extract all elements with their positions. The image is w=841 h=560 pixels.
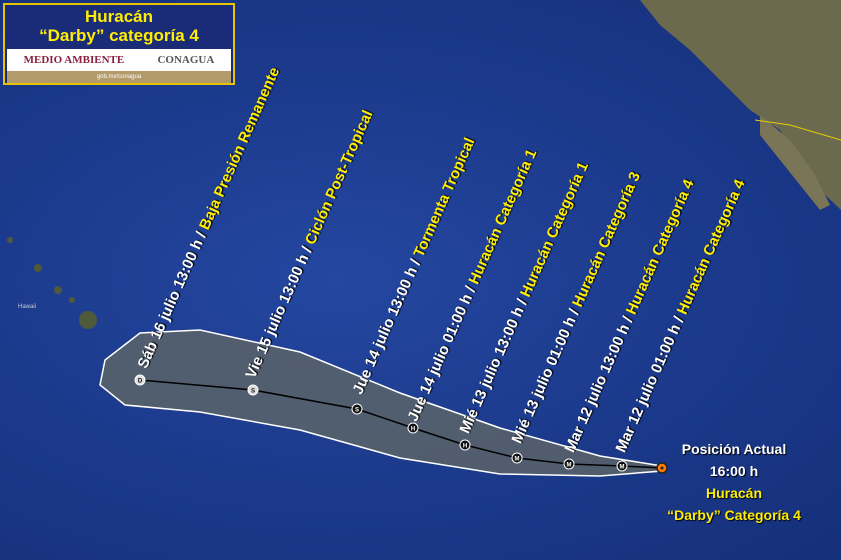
title-line1: Huracán bbox=[84, 7, 154, 26]
track-point-letter: M bbox=[515, 457, 520, 463]
medio-ambiente-logo: MEDIO AMBIENTE bbox=[23, 54, 125, 66]
current-type: Huracán bbox=[705, 485, 763, 501]
title: Huracán “Darby” categoría 4 bbox=[5, 7, 233, 45]
track-point-1 bbox=[247, 384, 259, 396]
conagua-logo: CONAGUA bbox=[157, 54, 215, 66]
track-point-0 bbox=[134, 374, 146, 386]
state-border bbox=[754, 119, 841, 141]
track-point-2 bbox=[351, 403, 363, 415]
track-point-letter: H bbox=[463, 444, 467, 450]
url-strip: gob.mx/conagua bbox=[7, 71, 231, 83]
forecast-cone bbox=[99, 329, 663, 477]
track-point-letter: S bbox=[251, 389, 255, 395]
hawaii-label: Hawaii bbox=[18, 304, 36, 310]
current-label: Posición Actual bbox=[681, 441, 787, 457]
track-point-5 bbox=[511, 452, 523, 464]
track-point-letter: H bbox=[411, 427, 415, 433]
track-point-letter: S bbox=[355, 408, 359, 414]
track-point-letter: M bbox=[620, 465, 625, 471]
track-point-letter: M bbox=[567, 463, 572, 469]
logo-strip: MEDIO AMBIENTE CONAGUA bbox=[7, 49, 231, 71]
land-mexico bbox=[640, 0, 841, 210]
hawaiian-islands bbox=[7, 237, 97, 329]
track-point-3 bbox=[407, 422, 419, 434]
current-name: “Darby” Categoría 4 bbox=[667, 507, 801, 523]
current-time: 16:00 h bbox=[709, 463, 759, 479]
current-position-label: Posición Actual 16:00 h Huracán “Darby” … bbox=[664, 438, 804, 526]
title-line2: “Darby” categoría 4 bbox=[39, 26, 199, 45]
track-point-6 bbox=[563, 458, 575, 470]
track-point-7 bbox=[616, 460, 628, 472]
title-panel: Huracán “Darby” categoría 4 MEDIO AMBIEN… bbox=[3, 3, 235, 85]
track-point-4 bbox=[459, 439, 471, 451]
baja-peninsula bbox=[760, 115, 830, 210]
track-point-letter: D bbox=[138, 379, 143, 385]
